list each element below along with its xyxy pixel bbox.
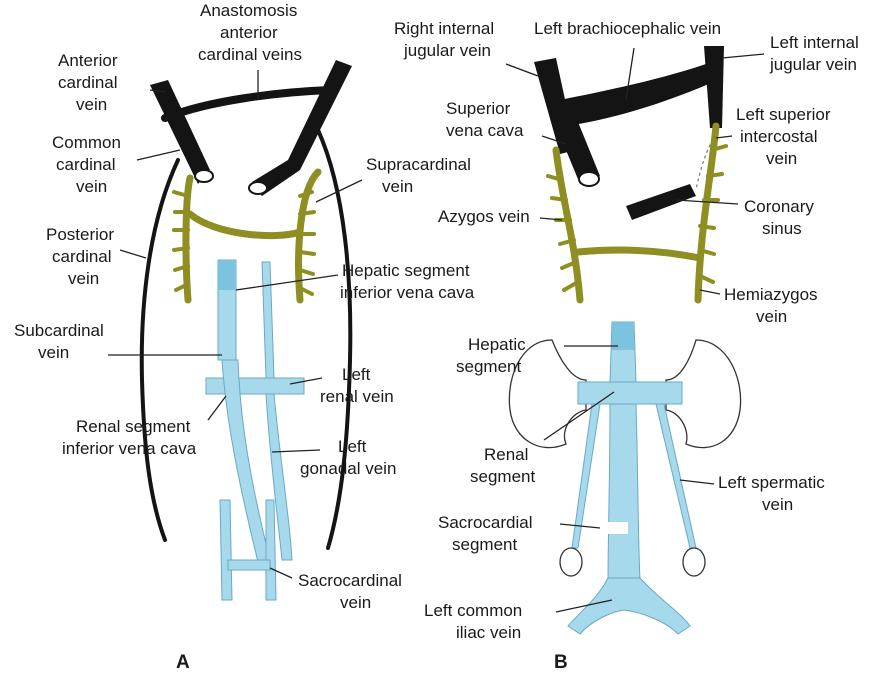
label-anterior-cardinal-2: cardinal xyxy=(58,73,118,92)
left-internal-jugular-vein xyxy=(704,46,724,128)
sacrocardial-marker xyxy=(600,522,628,534)
label-posterior-cardinal-3: vein xyxy=(68,269,99,288)
label-posterior-cardinal-1: Posterior xyxy=(46,225,114,244)
left-posterior-cardinal-vein xyxy=(142,160,178,540)
label-common-cardinal-3: vein xyxy=(76,177,107,196)
coronary-sinus xyxy=(626,184,696,220)
panel-a-letter: A xyxy=(176,652,190,673)
hepatic-segment-top xyxy=(218,260,236,290)
left-sacrocardinal-vein xyxy=(266,500,276,600)
label-left-sup-ic-1: Left superior xyxy=(736,105,831,124)
left-common-cardinal-opening xyxy=(249,182,267,194)
label-hepatic-segment-1: Hepatic segment xyxy=(342,261,470,280)
label-renal-segment-1: Renal segment xyxy=(76,417,191,436)
label-svc-2: vena cava xyxy=(446,121,524,140)
label-subcardinal-2: vein xyxy=(38,343,69,362)
label-left-ij-1: Left internal xyxy=(770,33,859,52)
inferior-vena-cava xyxy=(608,404,640,580)
left-subcardinal-vein xyxy=(262,262,274,378)
label-sacrocardinal-1: Sacrocardinal xyxy=(298,571,402,590)
azygos-hemiazygos-anastomosis xyxy=(578,250,700,258)
label-renal-2: segment xyxy=(470,467,535,486)
label-right-ij-1: Right internal xyxy=(394,19,494,38)
left-brachiocephalic-vein xyxy=(560,62,722,126)
anterior-cardinal-vein-right xyxy=(150,80,210,184)
label-anastomosis-3: cardinal veins xyxy=(198,45,302,64)
label-hepatic-2: segment xyxy=(456,357,521,376)
label-azygos: Azygos vein xyxy=(438,207,530,226)
label-left-renal-2: renal vein xyxy=(320,387,394,406)
label-posterior-cardinal-2: cardinal xyxy=(52,247,112,266)
label-left-gonadal-2: gonadal vein xyxy=(300,459,396,478)
label-left-spermatic-1: Left spermatic xyxy=(718,473,825,492)
label-left-sup-ic-3: vein xyxy=(766,149,797,168)
label-hemiazygos-1: Hemiazygos xyxy=(724,285,818,304)
label-sacrocardial-1: Sacrocardial xyxy=(438,513,533,532)
renal-veins xyxy=(578,382,682,404)
supracardinal-branches xyxy=(174,192,314,294)
label-subcardinal-1: Subcardinal xyxy=(14,321,104,340)
label-anterior-cardinal-1: Anterior xyxy=(58,51,118,70)
panel-b: Right internal jugular vein Left brachio… xyxy=(394,19,859,673)
label-hepatic-segment-2: inferior vena cava xyxy=(340,283,475,302)
panel-b-letter: B xyxy=(554,652,568,673)
right-sacrocardinal-vein xyxy=(220,500,232,600)
label-left-gonadal-1: Left xyxy=(338,437,367,456)
right-testis xyxy=(560,548,582,576)
label-renal-1: Renal xyxy=(484,445,528,464)
common-cardinal-opening xyxy=(195,170,213,182)
anastomosis-anterior-cardinal-veins xyxy=(165,90,330,118)
label-supracardinal-2: vein xyxy=(382,177,413,196)
label-left-common-iliac-1: Left common xyxy=(424,601,522,620)
label-left-spermatic-2: vein xyxy=(762,495,793,514)
label-anastomosis-1: Anastomosis xyxy=(200,1,297,20)
label-supracardinal-1: Supracardinal xyxy=(366,155,471,174)
label-anastomosis-2: anterior xyxy=(220,23,278,42)
label-hepatic-1: Hepatic xyxy=(468,335,526,354)
anterior-cardinal-vein-left xyxy=(252,60,352,196)
label-hemiazygos-2: vein xyxy=(756,307,787,326)
label-sacrocardial-2: segment xyxy=(452,535,517,554)
label-left-sup-ic-2: intercostal xyxy=(740,127,817,146)
sacrocardinal-anastomosis xyxy=(228,560,270,570)
label-sacrocardinal-2: vein xyxy=(340,593,371,612)
label-left-common-iliac-2: iliac vein xyxy=(456,623,521,642)
panel-a: Anastomosis anterior cardinal veins Ante… xyxy=(14,1,475,673)
label-common-cardinal-2: cardinal xyxy=(56,155,116,174)
label-right-ij-2: jugular vein xyxy=(403,41,491,60)
label-anterior-cardinal-3: vein xyxy=(76,95,107,114)
label-renal-segment-2: inferior vena cava xyxy=(62,439,197,458)
subcardinal-anastomosis xyxy=(206,378,304,394)
svc-opening xyxy=(579,172,599,186)
label-left-brachiocephalic: Left brachiocephalic vein xyxy=(534,19,721,38)
supracardinal-anastomosis xyxy=(190,214,300,236)
left-testis xyxy=(683,548,705,576)
label-svc-1: Superior xyxy=(446,99,511,118)
label-coronary-1: Coronary xyxy=(744,197,814,216)
label-coronary-2: sinus xyxy=(762,219,802,238)
label-common-cardinal-1: Common xyxy=(52,133,121,152)
label-left-ij-2: jugular vein xyxy=(769,55,857,74)
label-left-renal-1: Left xyxy=(342,365,371,384)
